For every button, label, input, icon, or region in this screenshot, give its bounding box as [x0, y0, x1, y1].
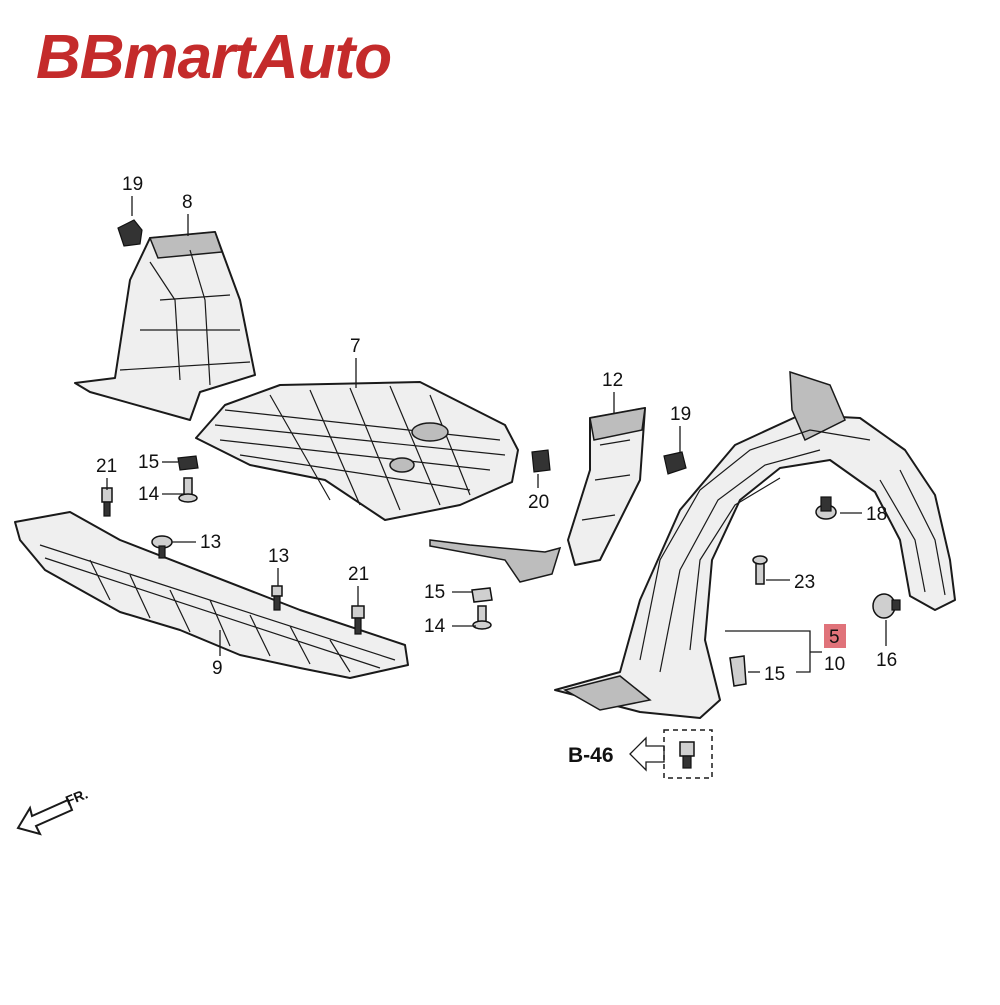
clip-19-upper: [117, 219, 143, 247]
fasteners: [101, 219, 901, 769]
callout-21-left: 21: [96, 456, 117, 477]
callout-15-center: 15: [424, 582, 445, 603]
leader-lines: [106, 196, 887, 673]
callout-14-center: 14: [424, 616, 446, 637]
callout-5-highlight: [824, 624, 846, 648]
clip-20: [531, 449, 551, 473]
reference-label: B-46: [568, 744, 614, 767]
callout-23: 23: [794, 572, 815, 593]
clip-16: [872, 593, 901, 619]
callout-19-top: 19: [122, 174, 143, 195]
callout-21-mid: 21: [348, 564, 369, 585]
clip-19-right: [663, 451, 687, 475]
callout-15-right: 15: [764, 664, 785, 685]
detail-frame: [663, 729, 713, 779]
bolt-21-mid: [351, 605, 365, 635]
callout-13-a: 13: [200, 532, 221, 553]
callout-8: 8: [182, 192, 193, 213]
front-direction-indicator: FR.: [16, 785, 90, 836]
clip-15-left: [177, 455, 199, 471]
screw-14-center: [472, 605, 492, 630]
clip-15-center: [471, 587, 493, 603]
reference-b46: B-46: [568, 729, 713, 779]
bolt-13-b: [271, 585, 283, 611]
bolt-21-left: [101, 487, 113, 517]
part-9-lower-cover: [14, 511, 409, 679]
part-12-bracket: [567, 407, 646, 566]
clip-15-right: [729, 655, 747, 687]
callout-labels: 19 8 7 12 19 21 15 14 20 18 13 13 21 23 …: [96, 174, 897, 685]
front-arrow-icon: [16, 798, 74, 836]
part-5-fender-liner: [554, 370, 956, 719]
callout-14-left: 14: [138, 484, 160, 505]
clip-18: [815, 496, 837, 520]
clip-b46-detail: [679, 741, 695, 769]
callout-19-right: 19: [670, 404, 691, 425]
brand-logo: BBmartAuto: [36, 23, 392, 92]
callout-9: 9: [212, 658, 223, 679]
callout-18: 18: [866, 504, 887, 525]
callout-12: 12: [602, 370, 623, 391]
front-label: FR.: [63, 785, 90, 808]
callout-16: 16: [876, 650, 897, 671]
callout-20: 20: [528, 492, 549, 513]
part-8-splash-shield: [74, 231, 256, 421]
callout-10: 10: [824, 654, 845, 675]
callout-7: 7: [350, 336, 361, 357]
callout-13-b: 13: [268, 546, 289, 567]
part-7-under-cover: [195, 381, 562, 583]
reference-arrow-icon: [629, 736, 665, 772]
screw-14-left: [178, 477, 198, 503]
screw-23: [752, 555, 768, 585]
callout-15-left: 15: [138, 452, 159, 473]
callout-5: 5: [829, 627, 840, 648]
